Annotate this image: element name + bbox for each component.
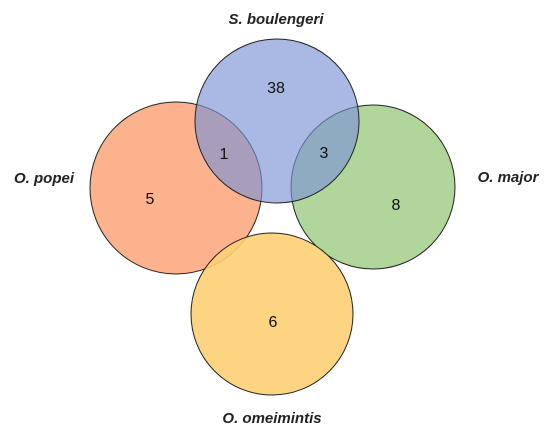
label-o-omeimintis: O. omeimintis xyxy=(222,410,321,427)
count-s-boulengeri-only: 38 xyxy=(267,80,285,97)
label-o-popei: O. popei xyxy=(14,170,75,187)
label-s-boulengeri: S. boulengeri xyxy=(228,11,324,28)
count-s-boulengeri-and-o-major: 3 xyxy=(320,145,329,162)
count-o-major-only: 8 xyxy=(392,197,401,214)
circle-s-boulengeri xyxy=(194,38,360,204)
count-o-omeimintis-only: 6 xyxy=(269,314,278,331)
label-o-major: O. major xyxy=(478,169,540,186)
count-s-boulengeri-and-o-popei: 1 xyxy=(220,146,229,163)
circle-o-omeimintis xyxy=(190,232,354,396)
count-o-popei-only: 5 xyxy=(146,191,155,208)
